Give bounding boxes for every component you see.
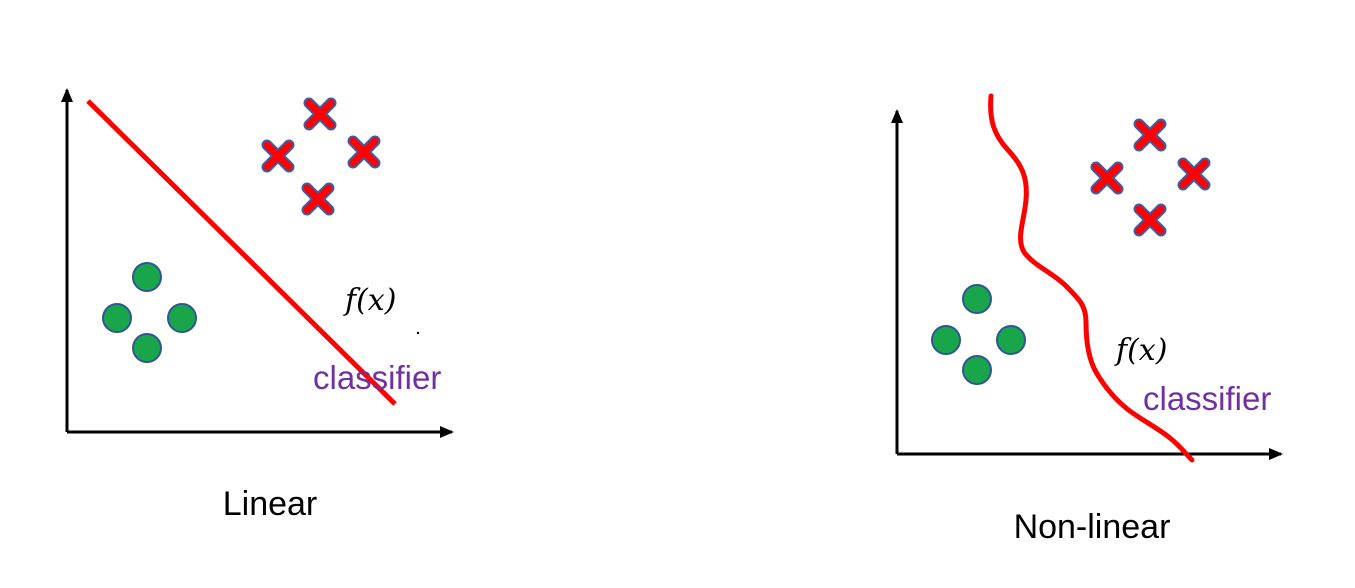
circle-marker — [102, 303, 132, 333]
cross-marker — [303, 97, 337, 131]
linear-panel: f(x) classifier Linear — [61, 88, 454, 523]
linear-dot — [416, 331, 420, 335]
nonlinear-function-label: f(x) — [1114, 333, 1167, 368]
circle-marker — [962, 355, 992, 385]
nonlinear-cross-markers — [1090, 118, 1211, 237]
cross-marker — [301, 182, 335, 216]
linear-classifier-line — [86, 99, 397, 406]
nonlinear-caption: Non-linear — [1014, 508, 1171, 546]
cross-marker — [1090, 161, 1124, 195]
nonlinear-classifier-annotation: classifier — [1143, 380, 1271, 417]
cross-marker — [1133, 118, 1167, 152]
cross-marker — [261, 139, 295, 173]
circle-marker — [996, 325, 1026, 355]
circle-marker — [167, 303, 197, 333]
cross-marker — [1133, 203, 1167, 237]
linear-cross-markers — [261, 97, 381, 216]
circle-marker — [962, 284, 992, 314]
circle-marker — [931, 325, 961, 355]
nonlinear-panel: f(x) classifier Non-linear — [891, 93, 1283, 546]
linear-circle-markers — [102, 262, 197, 363]
circle-marker — [132, 333, 162, 363]
nonlinear-classifier-curve — [988, 93, 1195, 463]
linear-function-label: f(x) — [343, 283, 396, 318]
linear-caption: Linear — [223, 485, 318, 523]
cross-marker — [347, 135, 381, 169]
linear-classifier-annotation: classifier — [313, 359, 441, 396]
nonlinear-circle-markers — [931, 284, 1026, 385]
circle-marker — [132, 262, 162, 292]
cross-marker — [1177, 157, 1211, 191]
